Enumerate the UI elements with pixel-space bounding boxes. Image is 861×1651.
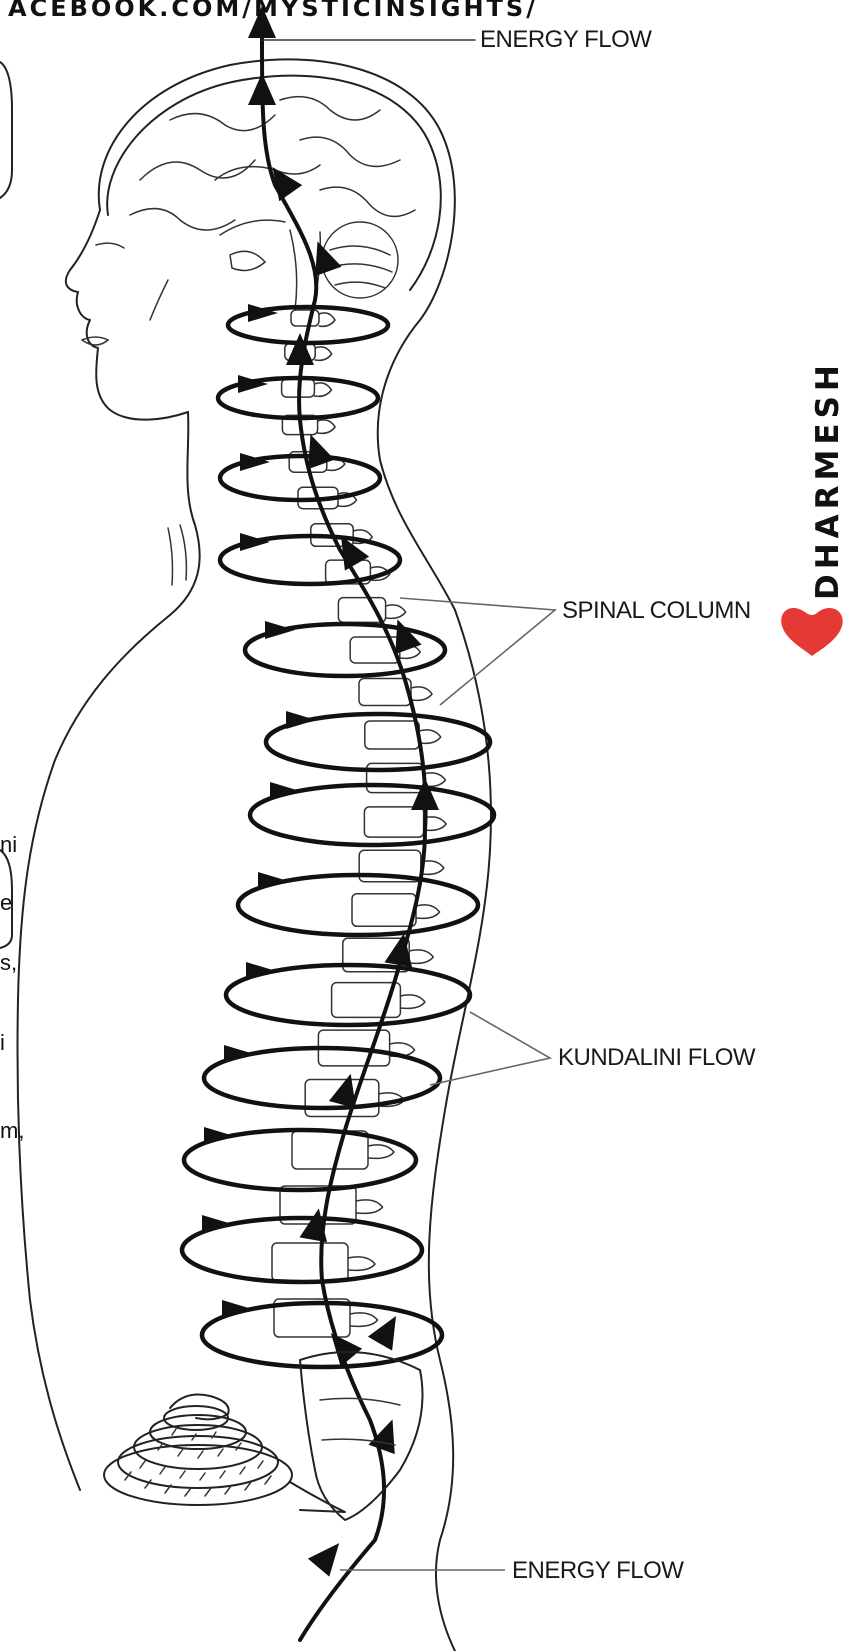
vertebra <box>291 310 319 326</box>
ring-arrowhead-icon <box>240 453 270 471</box>
vertebra-process <box>368 1145 394 1159</box>
energy-flow-top-label: ENERGY FLOW <box>480 26 652 53</box>
vertebra-process <box>416 905 440 919</box>
vertebra <box>272 1243 348 1281</box>
edge-fragment: ni <box>0 832 17 857</box>
vertebra <box>292 1131 368 1169</box>
vertebra <box>359 679 411 706</box>
vertebra-process <box>314 383 331 397</box>
url-fragment: ACEBOOK.COM/MYSTICINSIGHTS/ <box>8 0 538 22</box>
left-page-edge: ni e s, i m, <box>0 62 24 1143</box>
flow-arrowhead-icon <box>368 1309 408 1351</box>
vertebra-process <box>409 950 433 964</box>
vertebra-process <box>350 1313 378 1327</box>
vertebra-process <box>356 1200 383 1214</box>
ring-arrowhead-icon <box>246 962 276 980</box>
face-profile <box>66 210 188 420</box>
ring-arrowhead-icon <box>286 711 316 729</box>
energy-rings <box>182 304 494 1367</box>
watermark-text: DHARMESH <box>810 360 846 600</box>
flow-arrowhead-icon <box>411 778 439 810</box>
vertebra-process <box>419 730 441 744</box>
edge-fragment: s, <box>0 950 17 975</box>
flow-arrowhead-icon <box>261 159 302 201</box>
vertebra-process <box>318 420 336 434</box>
ring-arrowhead-icon <box>224 1045 254 1063</box>
kundalini-flow-label: KUNDALINI FLOW <box>558 1044 756 1071</box>
spinal-column-label: SPINAL COLUMN <box>562 597 751 624</box>
edge-fragment: i <box>0 1030 5 1055</box>
vertebra <box>364 807 423 837</box>
vertebra <box>365 721 419 749</box>
vertebra <box>352 894 416 927</box>
flow-arrowhead-icon <box>320 1324 362 1367</box>
ring-arrowhead-icon <box>258 872 288 890</box>
kundalini-flow-leader <box>430 1012 550 1085</box>
vertebra-process <box>400 995 425 1009</box>
vertebra-process <box>348 1257 375 1271</box>
brain-folds <box>130 97 415 312</box>
ring-arrowhead-icon <box>202 1215 232 1233</box>
ring-arrowhead-icon <box>240 533 270 551</box>
heart-icon <box>781 608 842 656</box>
edge-fragment: e <box>0 890 12 915</box>
ring-arrowhead-icon <box>204 1127 234 1145</box>
vertebra-process <box>319 313 335 327</box>
vertebra-process <box>386 605 406 619</box>
dharmesh-watermark: DHARMESH <box>781 360 846 656</box>
vertebra-process <box>315 347 332 361</box>
coiled-serpent-icon <box>104 1395 345 1513</box>
ring-arrowhead-icon <box>222 1300 252 1318</box>
sacrum <box>300 1352 423 1520</box>
energy-flow-bottom-label: ENERGY FLOW <box>512 1557 684 1584</box>
flow-arrowhead-icon <box>286 333 314 365</box>
ring-arrowhead-icon <box>265 621 295 639</box>
edge-fragment: m, <box>0 1118 24 1143</box>
body-outline <box>18 59 491 1651</box>
vertebra-process <box>411 687 432 701</box>
flow-arrowhead-icon <box>384 931 417 967</box>
ring-arrowhead-icon <box>270 782 300 800</box>
